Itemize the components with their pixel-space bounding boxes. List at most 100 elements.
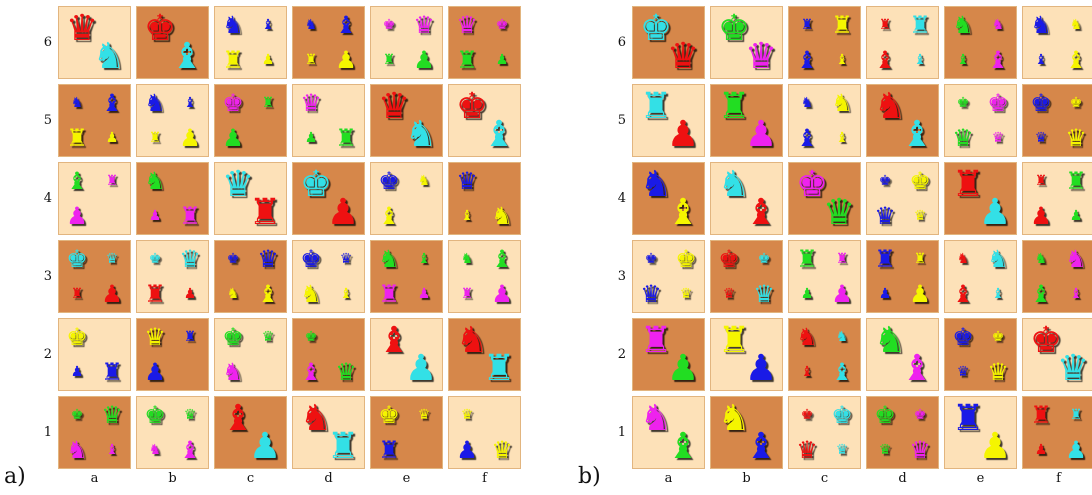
cyan-pawn-icon: ♟ [405,351,437,387]
blue-queen-icon: ♛ [1035,131,1048,145]
blue-king-icon: ♚ [952,325,974,349]
yellow-pawn-icon: ♟ [335,48,357,72]
green-knight-icon: ♞ [144,169,166,193]
green-pawn-icon: ♟ [222,126,244,150]
magenta-king-icon: ♚ [496,18,509,32]
magenta-queen-icon: ♛ [456,13,478,37]
magenta-bishop-icon: ♝ [179,438,201,462]
green-knight-icon: ♞ [952,13,974,37]
green-knight-icon: ♞ [1035,252,1048,266]
green-king-icon: ♚ [144,403,166,427]
cyan-pawn-icon: ♟ [249,429,281,465]
blue-knight-icon: ♞ [71,96,84,110]
magenta-knight-icon: ♞ [1065,247,1087,271]
rank-label: 6 [38,35,52,50]
cyan-queen-icon: ♛ [1057,351,1089,387]
square-a4: ♞♝ [632,162,705,235]
square-d5: ♞♝ [866,84,939,157]
square-a3: ♚♛♜♟ [58,240,131,313]
square-d4: ♚♚♛♛ [866,162,939,235]
file-label: b [136,471,209,486]
blue-rook-icon: ♜ [801,18,814,32]
cyan-bishop-icon: ♝ [914,53,927,67]
file-label: c [214,471,287,486]
magenta-bishop-icon: ♝ [106,443,119,457]
green-knight-icon: ♞ [461,252,474,266]
square-e6: ♞♞♝♝ [944,6,1017,79]
cyan-rook-icon: ♜ [1070,408,1083,422]
rank-label: 4 [38,191,52,206]
cyan-bishop-icon: ♝ [171,39,203,75]
blue-bishop-icon: ♝ [796,126,818,150]
square-a2: ♚♟♜ [58,318,131,391]
yellow-pawn-icon: ♟ [979,429,1011,465]
yellow-pawn-icon: ♟ [909,282,931,306]
file-label: f [1022,471,1092,486]
cyan-pawn-icon: ♟ [1065,438,1087,462]
blue-knight-icon: ♞ [801,96,814,110]
yellow-queen-icon: ♛ [914,209,927,223]
magenta-pawn-icon: ♟ [745,117,777,153]
square-f2: ♚♛ [1022,318,1092,391]
yellow-bishop-icon: ♝ [836,53,849,67]
cyan-king-icon: ♚ [66,247,88,271]
blue-king-icon: ♚ [645,252,658,266]
blue-pawn-icon: ♟ [71,365,84,379]
yellow-queen-icon: ♛ [418,408,431,422]
panel-label: b) [578,464,601,489]
red-bishop-icon: ♝ [801,365,814,379]
magenta-bishop-icon: ♝ [1070,287,1083,301]
blue-rook-icon: ♜ [101,360,123,384]
green-pawn-icon: ♟ [1070,209,1083,223]
green-rook-icon: ♜ [1065,169,1087,193]
green-queen-icon: ♛ [823,195,855,231]
cyan-pawn-icon: ♟ [979,195,1011,231]
square-b2: ♛♜♟ [136,318,209,391]
cyan-queen-icon: ♛ [753,282,775,306]
yellow-queen-icon: ♛ [1065,126,1087,150]
rank-label: 5 [38,113,52,128]
blue-rook-icon: ♜ [874,247,896,271]
red-bishop-icon: ♝ [874,48,896,72]
green-bishop-icon: ♝ [957,53,970,67]
green-bishop-icon: ♝ [1030,282,1052,306]
rank-label: 2 [612,347,626,362]
square-c6: ♞♝♜♟ [214,6,287,79]
yellow-king-icon: ♚ [992,330,1005,344]
square-b6: ♚♝ [136,6,209,79]
blue-bishop-icon: ♝ [1035,53,1048,67]
green-pawn-icon: ♟ [305,131,318,145]
square-d6: ♜♜♝♝ [866,6,939,79]
yellow-bishop-icon: ♝ [378,204,400,228]
magenta-knight-icon: ♞ [992,18,1005,32]
magenta-queen-icon: ♛ [909,438,931,462]
magenta-pawn-icon: ♟ [831,282,853,306]
yellow-queen-icon: ♛ [461,408,474,422]
cyan-knight-icon: ♞ [93,39,125,75]
green-rook-icon: ♜ [796,247,818,271]
magenta-king-icon: ♚ [383,18,396,32]
rank-label: 1 [38,425,52,440]
magenta-rook-icon: ♜ [106,174,119,188]
red-rook-icon: ♜ [1030,403,1052,427]
yellow-knight-icon: ♞ [831,91,853,115]
magenta-king-icon: ♚ [987,91,1009,115]
green-queen-icon: ♛ [952,126,974,150]
blue-bishop-icon: ♝ [101,91,123,115]
blue-pawn-icon: ♟ [144,360,166,384]
yellow-bishop-icon: ♝ [836,131,849,145]
square-c4: ♚♛ [788,162,861,235]
yellow-rook-icon: ♜ [222,48,244,72]
blue-bishop-icon: ♝ [184,96,197,110]
square-a6: ♛♞ [58,6,131,79]
square-b5: ♞♝♜♟ [136,84,209,157]
cyan-knight-icon: ♞ [987,247,1009,271]
square-c4: ♛♜ [214,162,287,235]
blue-king-icon: ♚ [227,252,240,266]
cyan-king-icon: ♚ [831,403,853,427]
blue-king-icon: ♚ [300,247,322,271]
square-a1: ♚♛♞♝ [58,396,131,469]
blue-knight-icon: ♞ [144,91,166,115]
red-queen-icon: ♛ [796,438,818,462]
rank-label: 1 [612,425,626,440]
